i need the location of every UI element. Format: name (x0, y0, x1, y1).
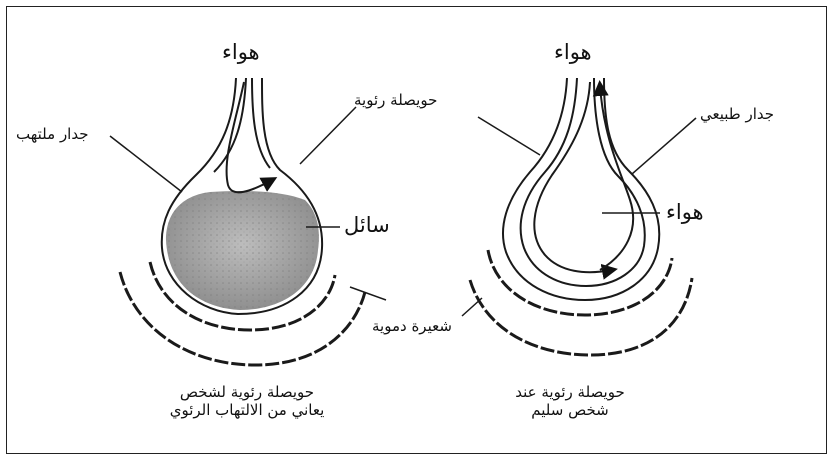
healthy-alveolus-inner-wall (521, 78, 645, 286)
air-label-left: هواء (222, 40, 260, 64)
healthy-alveolus (462, 78, 696, 355)
air-label-right-top: هواء (554, 40, 592, 64)
capillary-label: شعيرة دموية (372, 318, 452, 335)
leader-inflamed-wall (110, 136, 182, 192)
leader-alveolus-left (300, 107, 356, 164)
alveolus-label-left: حويصلة رئوية (354, 92, 437, 109)
fluid-label: سائل (344, 213, 390, 237)
caption-right: حويصلة رئوية عند شخص سليم (470, 383, 670, 419)
leader-normal-wall (632, 118, 696, 174)
capillary-right-inner (488, 250, 672, 315)
capillary-right-outer (470, 278, 692, 355)
caption-left: حويصلة رئوية لشخص يعاني من الالتهاب الرئ… (132, 383, 362, 419)
leader-capillary-left (350, 287, 386, 300)
leader-capillary-right (462, 298, 482, 316)
air-label-right-inside: هواء (666, 200, 704, 224)
caption-right-line1: حويصلة رئوية عند (470, 383, 670, 401)
caption-left-line2: يعاني من الالتهاب الرئوي (132, 401, 362, 419)
caption-left-line1: حويصلة رئوية لشخص (132, 383, 362, 401)
normal-wall-label: جدار طبيعي (700, 106, 774, 123)
leader-alveolus-right (478, 117, 540, 155)
caption-right-line2: شخص سليم (470, 401, 670, 419)
healthy-alveolus-outer-wall (503, 78, 659, 300)
inflamed-wall-label: جدار ملتهب (16, 126, 89, 143)
